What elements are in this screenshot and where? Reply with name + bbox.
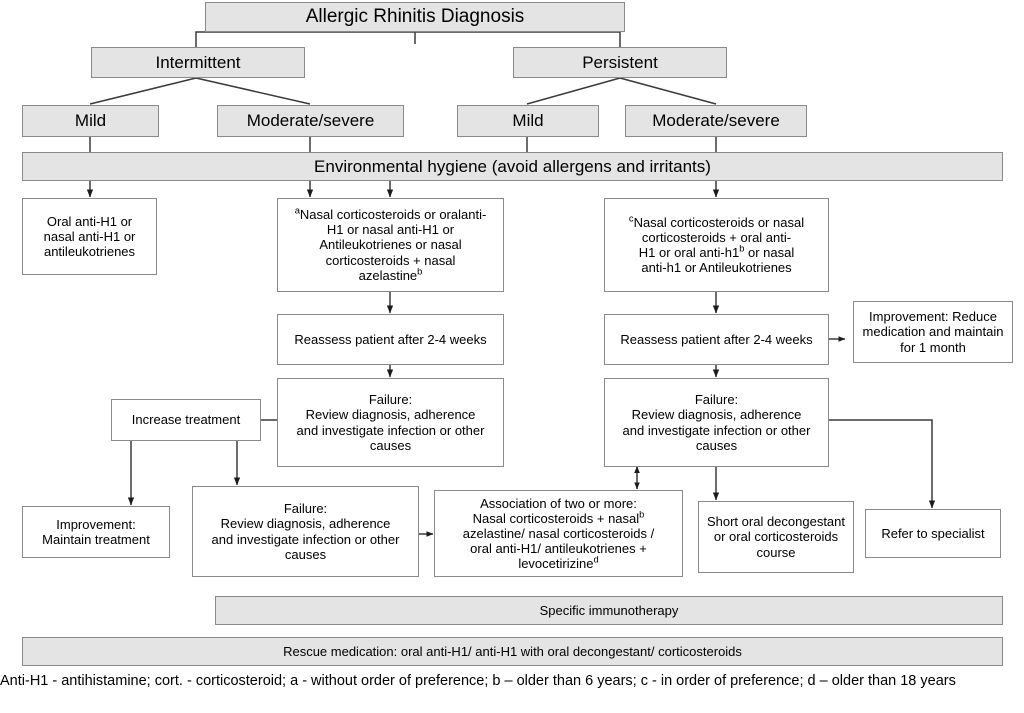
failure-left-line-3: and investigate infection or other [296, 422, 485, 438]
failure-bottom-line-3: and investigate infection or other [211, 531, 400, 547]
node-reassess-left-label: Reassess patient after 2-4 weeks [294, 331, 487, 347]
node-environmental-hygiene[interactable]: Environmental hygiene (avoid allergens a… [22, 152, 1003, 181]
tx-int-modsev-line-3: Antileukotrienes or nasal [319, 237, 462, 253]
node-reassess-left[interactable]: Reassess patient after 2-4 weeks [277, 314, 504, 365]
node-refer-specialist[interactable]: Refer to specialist [865, 509, 1001, 558]
short-course-line-1: Short oral decongestant [706, 514, 846, 530]
footnote-marker-a: a [294, 205, 300, 216]
association-line-4: oral anti-H1/ antileukotrienes + [470, 541, 647, 557]
node-intermittent-mild-label: Mild [74, 111, 107, 131]
node-root-diagnosis[interactable]: Allergic Rhinitis Diagnosis [205, 2, 625, 32]
footnote-marker-b: b [417, 266, 423, 277]
node-intermittent-moderate-severe[interactable]: Moderate/severe [217, 105, 404, 137]
failure-left-line-4: causes [369, 437, 412, 453]
tx-int-mild-line-2: nasal anti-H1 or [43, 228, 136, 244]
node-treatment-intermittent-mild[interactable]: Oral anti-H1 or nasal anti-H1 or antileu… [22, 198, 157, 275]
node-rescue-medication-label: Rescue medication: oral anti-H1/ anti-H1… [283, 643, 742, 659]
failure-right-line-4: causes [695, 437, 738, 453]
node-persistent-mild[interactable]: Mild [457, 105, 599, 137]
tx-per-line-3b: or nasal [744, 245, 795, 260]
node-reassess-right[interactable]: Reassess patient after 2-4 weeks [604, 314, 829, 365]
improvement-reduce-line-3: for 1 month [900, 339, 966, 355]
node-persistent-label: Persistent [582, 52, 658, 72]
node-improvement-maintain[interactable]: Improvement: Maintain treatment [22, 506, 170, 558]
diagram-footnote: Anti-H1 - antihistamine; cort. - cortico… [0, 673, 956, 689]
tx-per-line-2: corticosteroids + oral anti- [641, 229, 792, 245]
node-increase-treatment[interactable]: Increase treatment [111, 399, 261, 441]
node-specific-immunotherapy-label: Specific immunotherapy [539, 602, 679, 618]
node-persistent-moderate-severe[interactable]: Moderate/severe [625, 105, 807, 137]
node-environmental-hygiene-label: Environmental hygiene (avoid allergens a… [314, 156, 711, 176]
footnote-marker-b2: b [739, 243, 745, 254]
node-association[interactable]: Association of two or more: Nasal cortic… [434, 490, 683, 577]
node-intermittent-moderate-severe-label: Moderate/severe [246, 111, 375, 131]
failure-bottom-line-4: causes [284, 546, 327, 562]
failure-left-line-2: Review diagnosis, adherence [305, 407, 476, 423]
short-course-line-3: course [756, 544, 796, 560]
node-treatment-persistent[interactable]: cNasal corticosteroids or nasal corticos… [604, 198, 829, 292]
failure-left-line-1: Failure: [368, 392, 413, 408]
association-line-1: Association of two or more: [480, 495, 637, 511]
failure-right-line-3: and investigate infection or other [622, 422, 811, 438]
footnote-marker-d: d [593, 554, 599, 565]
node-failure-left[interactable]: Failure: Review diagnosis, adherence and… [277, 378, 504, 467]
node-intermittent-label: Intermittent [155, 52, 241, 72]
node-increase-treatment-label: Increase treatment [131, 412, 241, 428]
footnote-marker-b3: b [639, 509, 645, 520]
node-persistent-moderate-severe-label: Moderate/severe [652, 111, 780, 131]
node-persistent-mild-label: Mild [512, 111, 544, 131]
failure-right-line-2: Review diagnosis, adherence [631, 407, 802, 423]
improvement-maintain-line-2: Maintain treatment [42, 532, 150, 547]
node-treatment-intermittent-moderate-severe[interactable]: aNasal corticosteroids or oralanti- H1 o… [277, 198, 504, 292]
node-failure-bottom[interactable]: Failure: Review diagnosis, adherence and… [192, 486, 419, 577]
improvement-maintain-line-1: Improvement: [56, 516, 136, 532]
tx-int-modsev-line-1: Nasal corticosteroids or oralanti- [299, 207, 487, 223]
footnote-marker-c: c [628, 213, 634, 224]
node-failure-right[interactable]: Failure: Review diagnosis, adherence and… [604, 378, 829, 467]
failure-bottom-line-2: Review diagnosis, adherence [220, 516, 391, 532]
tx-int-modsev-line-2: H1 or nasal anti-H1 or [326, 222, 455, 238]
association-line-3: azelastine/ nasal corticosteroids / [462, 525, 655, 541]
node-refer-specialist-label: Refer to specialist [881, 525, 985, 541]
node-improvement-reduce[interactable]: Improvement: Reduce medication and maint… [853, 301, 1013, 363]
association-line-5: levocetirizine [518, 556, 594, 572]
tx-per-line-1: Nasal corticosteroids or nasal [633, 214, 805, 230]
improvement-reduce-line-2: medication and maintain [862, 324, 1004, 340]
association-line-2: Nasal corticosteroids + nasal [472, 510, 640, 526]
tx-per-line-4: anti-h1 or Antileukotrienes [641, 260, 792, 276]
failure-bottom-line-1: Failure: [283, 501, 328, 517]
node-persistent[interactable]: Persistent [513, 47, 727, 78]
tx-per-line-3a: H1 or oral anti-h1 [638, 245, 740, 260]
node-specific-immunotherapy[interactable]: Specific immunotherapy [215, 596, 1003, 625]
node-short-course[interactable]: Short oral decongestant or oral corticos… [698, 501, 854, 573]
improvement-reduce-line-1: Improvement: Reduce [869, 309, 997, 325]
node-intermittent[interactable]: Intermittent [91, 47, 305, 78]
tx-int-modsev-line-4: corticosteroids + nasal [325, 252, 456, 268]
node-rescue-medication[interactable]: Rescue medication: oral anti-H1/ anti-H1… [22, 637, 1003, 666]
node-reassess-right-label: Reassess patient after 2-4 weeks [620, 331, 813, 347]
short-course-line-2: or oral corticosteroids [713, 529, 839, 545]
failure-right-line-1: Failure: [694, 392, 739, 408]
tx-int-mild-line-1: Oral anti-H1 or [46, 213, 133, 229]
node-intermittent-mild[interactable]: Mild [22, 105, 159, 137]
tx-int-modsev-line-5: azelastine [358, 267, 418, 283]
tx-int-mild-line-3: antileukotrienes [43, 244, 136, 260]
node-root-diagnosis-label: Allergic Rhinitis Diagnosis [305, 5, 525, 27]
